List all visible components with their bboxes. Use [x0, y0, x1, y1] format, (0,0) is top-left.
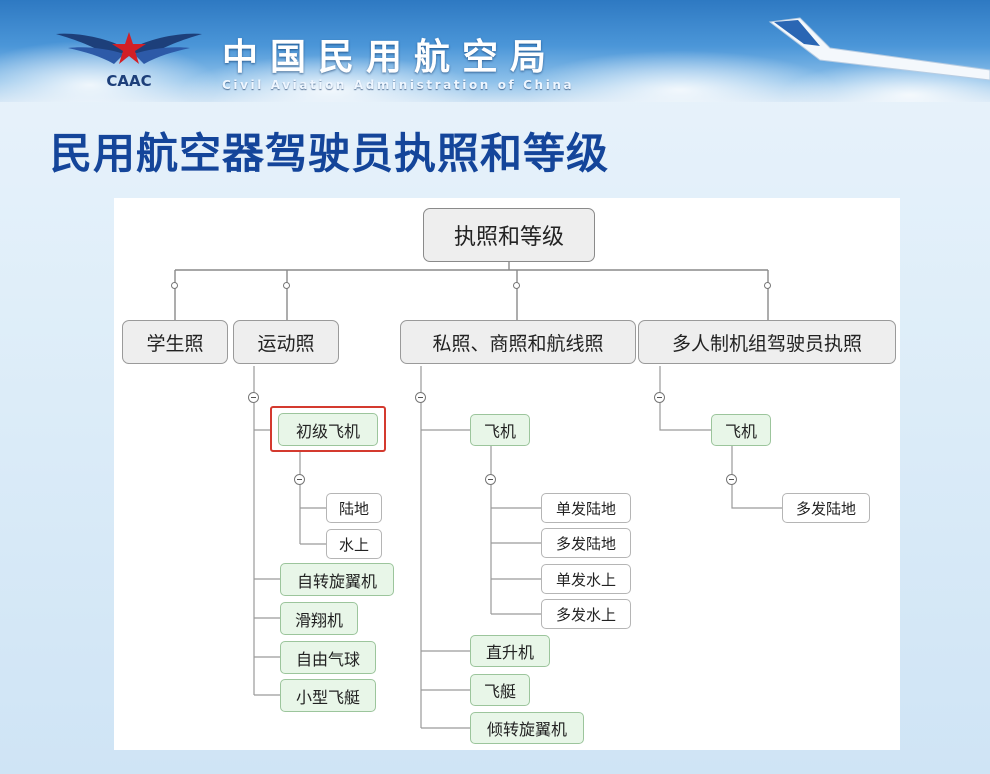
junction-dot — [513, 282, 520, 289]
collapse-toggle-sport[interactable] — [248, 392, 259, 403]
primary-airplane-rating-land: 陆地 — [326, 493, 382, 523]
logo-text: CAAC — [106, 72, 151, 90]
sport-item-primary-airplane: 初级飞机 — [278, 413, 378, 446]
junction-dot — [283, 282, 290, 289]
header-banner: CAAC 中国民用航空局 Civil Aviation Administrati… — [0, 0, 990, 102]
category-sport-license: 运动照 — [233, 320, 339, 364]
airplane-wing-image — [768, 17, 990, 81]
private-item-airship: 飞艇 — [470, 674, 530, 706]
category-student-license: 学生照 — [122, 320, 228, 364]
private-rating-multi-engine-sea: 多发水上 — [541, 599, 631, 629]
org-name-cn: 中国民用航空局 — [222, 37, 559, 78]
private-item-tiltrotor: 倾转旋翼机 — [470, 712, 584, 744]
diagram-panel — [114, 198, 900, 750]
sport-item-gyroplane: 自转旋翼机 — [280, 563, 394, 596]
collapse-toggle-primary-airplane[interactable] — [294, 474, 305, 485]
private-rating-multi-engine-land: 多发陆地 — [541, 528, 631, 558]
junction-dot — [764, 282, 771, 289]
private-item-airplane: 飞机 — [470, 414, 530, 446]
mpl-item-airplane: 飞机 — [711, 414, 771, 446]
org-name-en: Civil Aviation Administration of China — [222, 78, 575, 92]
junction-dot — [171, 282, 178, 289]
private-rating-single-engine-sea: 单发水上 — [541, 564, 631, 594]
slide-title: 民用航空器驾驶员执照和等级 — [50, 129, 610, 178]
collapse-toggle-private[interactable] — [415, 392, 426, 403]
sport-item-small-airship: 小型飞艇 — [280, 679, 376, 712]
private-rating-single-engine-land: 单发陆地 — [541, 493, 631, 523]
sport-item-free-balloon: 自由气球 — [280, 641, 376, 674]
root-node: 执照和等级 — [423, 208, 595, 262]
primary-airplane-rating-sea: 水上 — [326, 529, 382, 559]
collapse-toggle-mpl-airplane[interactable] — [726, 474, 737, 485]
category-private-commercial-atp-license: 私照、商照和航线照 — [400, 320, 636, 364]
category-mpl-license: 多人制机组驾驶员执照 — [638, 320, 896, 364]
collapse-toggle-private-airplane[interactable] — [485, 474, 496, 485]
highlight-box — [270, 406, 386, 452]
sport-item-glider: 滑翔机 — [280, 602, 358, 635]
mpl-rating-multi-engine-land: 多发陆地 — [782, 493, 870, 523]
caac-logo: CAAC — [56, 32, 202, 90]
private-item-helicopter: 直升机 — [470, 635, 550, 667]
collapse-toggle-mpl[interactable] — [654, 392, 665, 403]
